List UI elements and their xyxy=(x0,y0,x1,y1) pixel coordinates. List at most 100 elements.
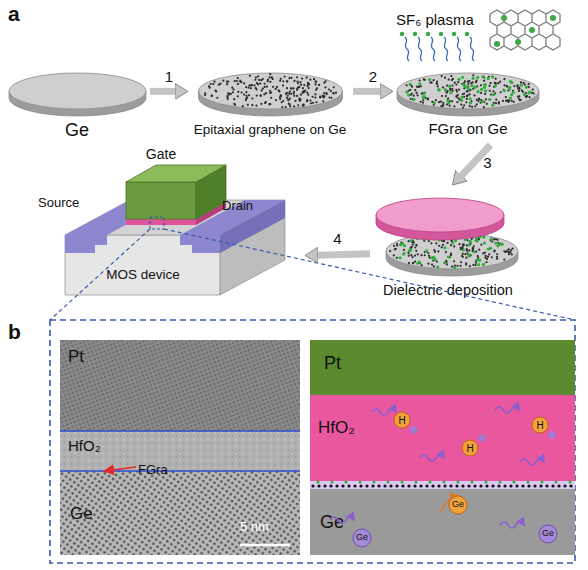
lattice-dot xyxy=(482,263,485,266)
lattice-dot xyxy=(412,98,415,101)
lattice-dot xyxy=(436,260,438,262)
plasma-ray xyxy=(431,37,435,61)
lattice-dot xyxy=(455,84,457,86)
lattice-dot xyxy=(288,77,290,79)
lattice-dot xyxy=(267,80,269,82)
lattice-dot xyxy=(333,92,335,94)
gate-dielectric xyxy=(126,219,196,225)
lattice-dot xyxy=(494,85,496,87)
lattice-dot xyxy=(234,80,236,82)
lattice-dot xyxy=(275,99,277,101)
lattice-dot xyxy=(503,84,505,86)
lattice-dot xyxy=(265,92,267,94)
lattice-dot xyxy=(520,81,522,83)
lattice-dot xyxy=(306,85,308,87)
lattice-dot xyxy=(483,80,485,82)
lattice-dot xyxy=(489,99,491,101)
lattice-dot xyxy=(447,255,450,258)
lattice-dot xyxy=(443,240,445,242)
lattice-dot xyxy=(499,81,501,83)
tem-pt-region xyxy=(60,340,300,431)
lattice-dot xyxy=(488,85,490,87)
lattice-dot xyxy=(310,102,312,104)
lattice-dot xyxy=(465,101,467,103)
lattice-dot xyxy=(410,98,412,100)
lattice-dot xyxy=(485,255,487,257)
fluorine-atom xyxy=(501,15,507,21)
lattice-dot xyxy=(415,244,417,246)
lattice-dot xyxy=(463,104,465,106)
lattice-dot xyxy=(442,102,444,104)
lattice-dot xyxy=(300,84,302,86)
lattice-dot xyxy=(245,86,247,88)
lattice-dot xyxy=(263,93,265,95)
lattice-dot xyxy=(253,84,255,86)
lattice-dot xyxy=(248,94,250,96)
lattice-dot xyxy=(500,91,502,93)
lattice-dot xyxy=(510,81,513,84)
lattice-dot xyxy=(433,101,436,104)
wavy-arrow xyxy=(372,409,396,415)
lattice-dot xyxy=(408,240,410,242)
node-label: FGra on Ge xyxy=(428,121,507,138)
lattice-dot xyxy=(277,89,279,91)
lattice-dot xyxy=(470,82,472,84)
oxygen-atom xyxy=(411,427,418,434)
node-label: Dielectric deposition xyxy=(383,283,513,299)
lattice-dot xyxy=(445,251,447,253)
lattice-dot xyxy=(304,90,306,92)
lattice-dot xyxy=(280,78,282,80)
lattice-dot xyxy=(428,255,430,257)
lattice-dot xyxy=(491,75,494,78)
lattice-dot xyxy=(297,104,299,106)
hfo2-layer: HfO₂ xyxy=(310,395,575,481)
lattice-dot xyxy=(496,258,498,260)
lattice-dot xyxy=(278,90,280,92)
lattice-dot xyxy=(481,100,484,103)
lattice-dot xyxy=(475,81,477,83)
lattice-dot xyxy=(323,82,325,84)
step-number: 4 xyxy=(333,230,341,247)
lattice-dot xyxy=(264,83,266,85)
lattice-dot xyxy=(488,253,490,255)
lattice-dot xyxy=(288,92,290,94)
lattice-dot xyxy=(293,105,295,107)
lattice-dot xyxy=(495,102,497,104)
lattice-dot xyxy=(478,98,480,100)
lattice-dot xyxy=(459,265,461,267)
tem-ge-region xyxy=(60,471,300,555)
lattice-dot xyxy=(475,239,478,242)
lattice-dot xyxy=(498,102,500,104)
lattice-dot xyxy=(451,100,453,102)
lattice-dot xyxy=(412,244,414,246)
lattice-dot xyxy=(448,85,451,88)
lattice-dot xyxy=(428,78,431,81)
lattice-dot xyxy=(293,80,295,82)
disc-top xyxy=(397,73,539,109)
lattice-dot xyxy=(469,105,471,107)
lattice-dot xyxy=(469,265,471,267)
lattice-dot xyxy=(441,246,443,248)
fluorine-atom xyxy=(494,41,500,47)
lattice-dot xyxy=(462,248,465,251)
lattice-dot xyxy=(496,244,499,247)
lattice-dot xyxy=(516,84,518,86)
lattice-dot xyxy=(467,81,469,83)
lattice-dot xyxy=(299,100,301,102)
lattice-dot xyxy=(242,105,244,107)
lattice-dot xyxy=(496,256,498,258)
lattice-dot xyxy=(438,88,441,91)
lattice-dot xyxy=(408,262,410,264)
lattice-dot xyxy=(428,240,430,242)
lattice-dot xyxy=(527,91,530,94)
step-number: 2 xyxy=(369,69,377,86)
fluorine-dots xyxy=(318,481,574,484)
step-number: 3 xyxy=(483,155,491,172)
lattice-dot xyxy=(282,85,284,87)
lattice-dot xyxy=(264,86,266,88)
lattice-dot xyxy=(414,89,416,91)
lattice-dot xyxy=(506,250,508,252)
lattice-dot xyxy=(510,93,513,96)
lattice-dot xyxy=(533,92,535,94)
lattice-dot xyxy=(332,92,334,94)
